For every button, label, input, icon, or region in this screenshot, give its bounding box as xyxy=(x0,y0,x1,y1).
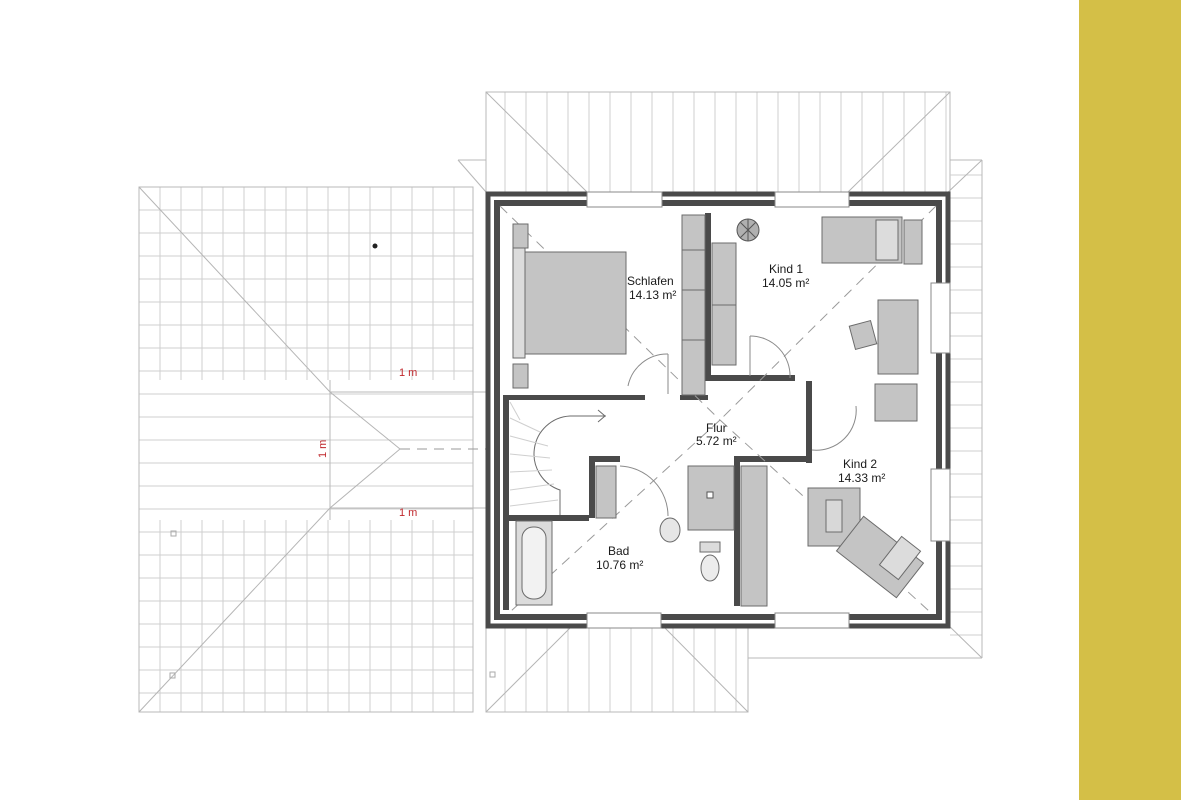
wardrobe-bad xyxy=(740,465,768,607)
roof-tile-line xyxy=(509,401,521,421)
interior-walls xyxy=(503,213,812,610)
room-area-kind1: 14.05 m² xyxy=(762,276,809,290)
room-name-kind2: Kind 2 xyxy=(843,457,877,471)
bed-kind2 xyxy=(835,515,925,599)
roof-tile-line xyxy=(509,417,541,433)
wardrobe-schlafen xyxy=(681,214,706,396)
door-kind1 xyxy=(749,335,791,379)
roof-tile-line xyxy=(509,469,553,473)
window xyxy=(930,282,951,354)
window xyxy=(774,191,850,208)
window xyxy=(586,191,663,208)
roof-west xyxy=(138,186,486,713)
roof-tile-line xyxy=(509,453,551,459)
wardrobe-kind1 xyxy=(711,242,737,366)
room-labels: Schlafen 14.13 m² Kind 1 14.05 m² Flur 5… xyxy=(596,262,885,572)
vent-marker xyxy=(372,243,378,249)
dimension-side: 1 m xyxy=(317,440,329,458)
window xyxy=(930,468,951,542)
room-name-bad: Bad xyxy=(608,544,629,558)
roof-south xyxy=(485,627,749,713)
desk-kind1 xyxy=(848,299,919,375)
desk-kind2 xyxy=(874,383,918,422)
window xyxy=(774,612,850,629)
dimension-labels: 1 m 1 m 1 m xyxy=(317,367,417,519)
roof-tile-line xyxy=(509,483,555,491)
room-area-kind2: 14.33 m² xyxy=(838,471,885,485)
side-accent-band xyxy=(1079,0,1181,800)
window xyxy=(586,612,662,629)
room-area-flur: 5.72 m² xyxy=(696,434,737,448)
room-name-schlafen: Schlafen xyxy=(627,274,674,288)
room-area-bad: 10.76 m² xyxy=(596,558,643,572)
roof-east xyxy=(748,159,983,659)
room-area-schlafen: 14.13 m² xyxy=(629,288,676,302)
roof-tile-line xyxy=(509,435,549,447)
roof-north xyxy=(457,91,982,193)
door-flur-right xyxy=(811,405,857,451)
sink xyxy=(659,465,735,543)
plant xyxy=(736,218,760,242)
room-name-flur: Flur xyxy=(706,421,727,435)
roof-tile-line xyxy=(509,499,559,507)
dimension-bottom: 1 m xyxy=(399,507,417,519)
staircase xyxy=(509,401,606,515)
bathtub xyxy=(515,520,553,606)
bed-kind1 xyxy=(821,216,923,265)
room-name-kind1: Kind 1 xyxy=(769,262,803,276)
toilet xyxy=(699,541,721,582)
door-schlafen xyxy=(627,353,669,394)
bed-double xyxy=(512,223,627,389)
shower xyxy=(595,465,669,519)
dimension-top: 1 m xyxy=(399,367,417,379)
